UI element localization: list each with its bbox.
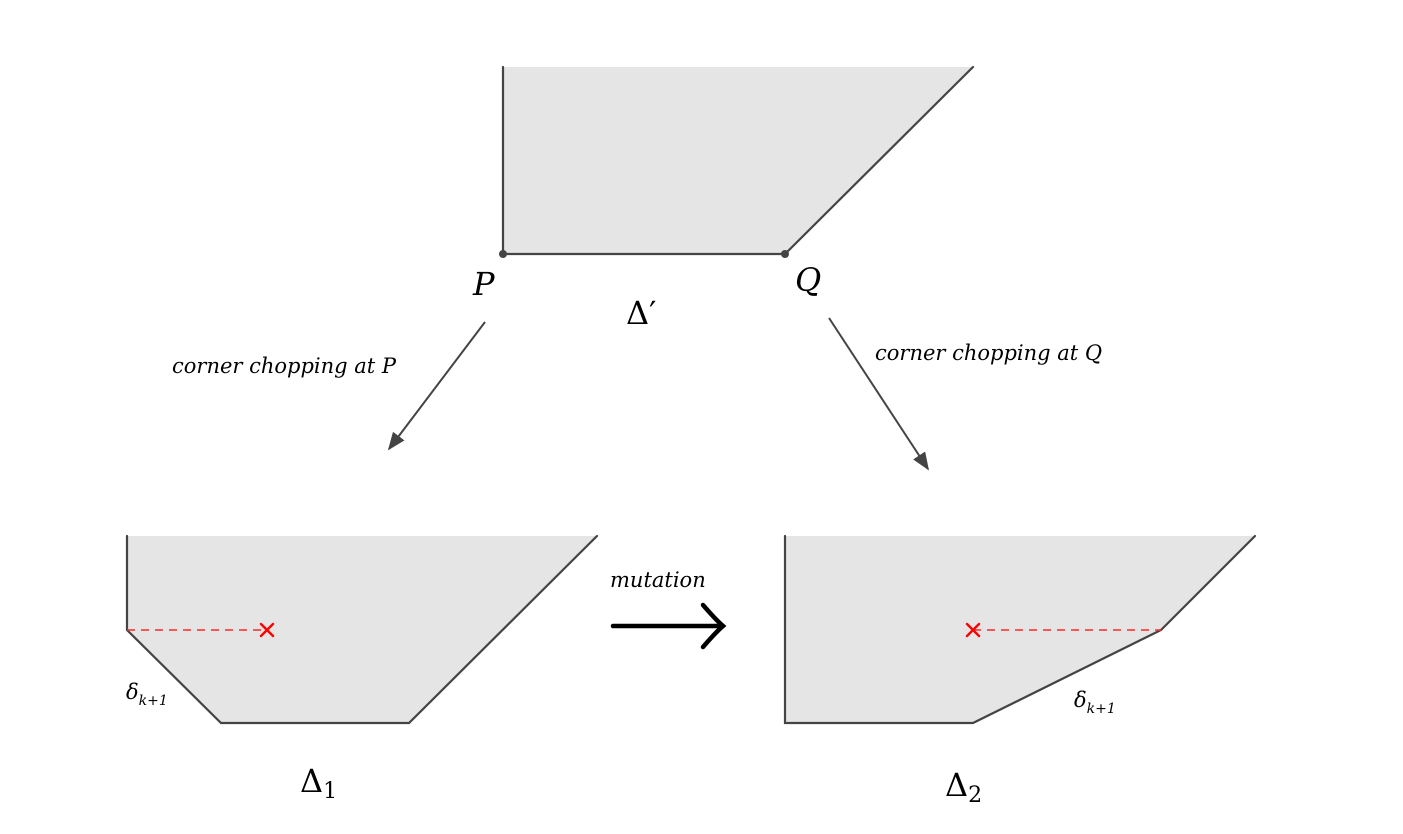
bottom-left-edge-label: δk+1: [126, 680, 168, 709]
vertex-p-dot: [499, 250, 507, 258]
left-arrow: corner chopping at P: [172, 321, 486, 451]
right-arrow: corner chopping at Q: [828, 317, 1102, 471]
bottom-right-polygon: δk+1 Δ2: [783, 534, 1257, 808]
vertex-q-dot: [781, 250, 789, 258]
top-polygon: P Q Δ′: [472, 65, 975, 332]
vertex-p-label: P: [472, 265, 495, 303]
vertex-q-label: Q: [795, 261, 821, 299]
top-polygon-edges: [501, 65, 975, 256]
right-arrow-label: corner chopping at Q: [875, 341, 1102, 365]
bottom-right-polygon-label: Δ2: [945, 766, 982, 808]
bottom-right-edge-label: δk+1: [1074, 688, 1116, 717]
top-polygon-fill: [503, 67, 973, 254]
bottom-left-polygon-label: Δ1: [300, 762, 337, 804]
bottom-right-polygon-edges: [783, 534, 1257, 725]
mutation-arrow-head: [700, 602, 727, 650]
top-polygon-label: Δ′: [626, 294, 656, 332]
bottom-left-cross-marker: [259, 622, 275, 638]
bottom-left-polygon: δk+1 Δ1: [125, 534, 599, 804]
left-arrow-line: [387, 321, 486, 451]
mutation-label: mutation: [610, 568, 706, 592]
bottom-right-cross-marker: [965, 622, 981, 638]
right-arrow-line: [828, 317, 929, 471]
bottom-left-polygon-edges: [125, 534, 599, 725]
bottom-left-polygon-fill: [127, 536, 597, 723]
mutation-arrow: mutation: [610, 568, 727, 650]
left-arrow-label: corner chopping at P: [172, 354, 397, 378]
